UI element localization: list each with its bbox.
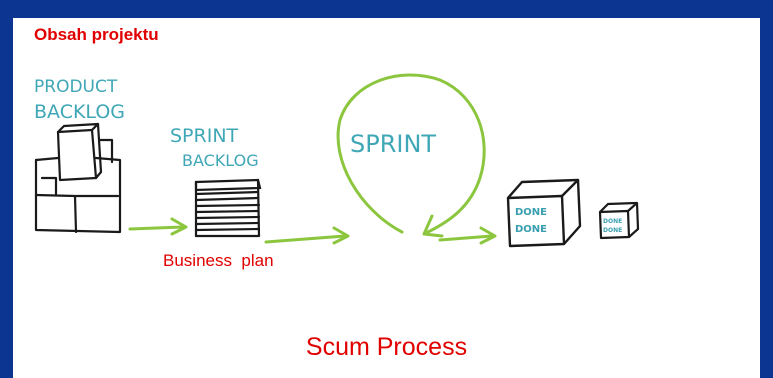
done-small-line2: DONE <box>603 227 622 234</box>
done-small-line1: DONE <box>603 218 622 225</box>
slide-title: Obsah projektu <box>34 25 159 44</box>
sprint-backlog-label-line2: BACKLOG <box>182 151 259 170</box>
arrow-3-icon <box>438 226 497 245</box>
arrow-2-icon <box>264 226 350 245</box>
slide-caption: Scum Process <box>305 333 468 361</box>
sprint-label: SPRINT <box>350 130 436 158</box>
arrow-1-icon <box>128 217 188 236</box>
sprint-backlog-stack-icon <box>194 178 262 238</box>
product-backlog-label-line1: PRODUCT <box>34 77 118 97</box>
done-large-line2: DONE <box>515 224 547 235</box>
done-box-small-icon <box>598 201 640 240</box>
product-backlog-label-line2: BACKLOG <box>34 101 125 123</box>
sprint-backlog-label-line1: SPRINT <box>170 125 239 147</box>
sprint-loop-icon <box>336 73 486 238</box>
done-box-large-icon <box>506 178 582 248</box>
product-backlog-pile-icon <box>34 122 122 234</box>
business-plan-note: Business plan <box>163 251 274 270</box>
done-large-line1: DONE <box>515 207 547 218</box>
